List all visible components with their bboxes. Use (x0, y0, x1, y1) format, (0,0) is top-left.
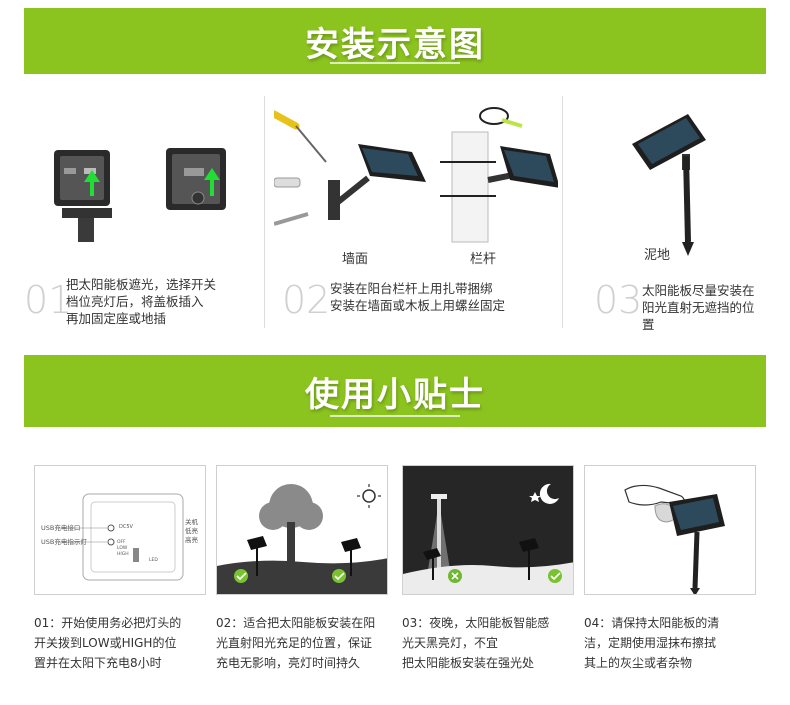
sunny-illustration (217, 466, 387, 594)
switch-low-label: LOW (117, 546, 128, 551)
light-head-illustration (54, 148, 226, 242)
tip-1-line-3: 置并在太阳下充电8小时 (34, 656, 162, 670)
step-3-line-1: 太阳能板尽量安装在 (642, 283, 755, 298)
tips-banner: 使用小贴士 (24, 355, 766, 427)
tips-banner-title: 使用小贴士 (305, 374, 485, 415)
tip-2-line-1: 02：适合把太阳能板安装在阳 (216, 616, 376, 630)
led-label: LED (149, 558, 158, 563)
tip-4-line-2: 洁，定期使用湿抹布擦拭 (584, 636, 717, 650)
tip-2-text: 02：适合把太阳能板安装在阳 光直射阳光充足的位置，保证 充电无影响，亮灯时间持… (216, 613, 394, 673)
switch-positions: OFF LOW HIGH (117, 540, 129, 558)
tip-4-text: 04：请保持太阳能板的清 洁，定期使用湿抹布擦拭 其上的灰尘或者杂物 (584, 613, 762, 673)
step-2-line-1: 安装在阳台栏杆上用扎带捆绑 (330, 281, 493, 296)
step-number-2: 02 (282, 278, 331, 322)
label-railing: 栏杆 (470, 252, 497, 267)
tip-3-line-2: 光天黑亮灯，不宜 (402, 636, 499, 650)
step-1-line-3: 再加固定座或地插 (66, 311, 167, 326)
tip-1-diagram: USB充电接口 USB充电指示灯 DC5V OFF LOW HIGH LED 关… (34, 465, 206, 595)
tip-3-text: 03：夜晚，太阳能板智能感 光天黑亮灯，不宜 把太阳能板安装在强光处 (402, 613, 580, 673)
label-ground: 泥地 (644, 248, 671, 263)
step-number-3: 03 (594, 278, 643, 322)
step-3-line-2: 阳光直射无遮挡的位置 (642, 300, 755, 332)
banner-underline (330, 415, 460, 417)
install-section: 01 把太阳能板遮光，选择开关 档位亮灯后，将盖板插入 再加固定座或地插 (24, 96, 766, 336)
install-step-2: 墙面 栏杆 02 安装在阳台栏杆上用扎带捆绑 安装在墙面或木板上用螺丝固定 (274, 96, 558, 336)
mode-low-label: 低亮 (185, 527, 198, 535)
step-number-1: 01 (24, 278, 73, 322)
step-2-line-2: 安装在墙面或木板上用螺丝固定 (330, 298, 506, 313)
install-step-1: 01 把太阳能板遮光，选择开关 档位亮灯后，将盖板插入 再加固定座或地插 (24, 96, 264, 336)
tip-2-line-2: 光直射阳光充足的位置，保证 (216, 636, 373, 650)
step-1-line-1: 把太阳能板遮光，选择开关 (66, 277, 217, 292)
tip-4-line-3: 其上的灰尘或者杂物 (584, 656, 693, 670)
ground-stake-illustration (632, 114, 706, 256)
mode-high-label: 高亮 (185, 536, 198, 544)
divider (562, 96, 563, 328)
tip-4-cleaning-scene (584, 465, 756, 595)
banner-underline (330, 62, 460, 64)
switch-off-label: OFF (117, 540, 126, 545)
step-1-line-2: 档位亮灯后，将盖板插入 (66, 294, 204, 309)
switch-diagram (55, 493, 184, 581)
tip-4-line-1: 04：请保持太阳能板的清 (584, 616, 720, 630)
night-illustration (403, 466, 573, 594)
tip-1-line-1: 01：开始使用务必把灯头的 (34, 616, 182, 630)
usb-port-label: USB充电接口 (41, 524, 81, 532)
tip-1-text: 01：开始使用务必把灯头的 开关拨到LOW或HIGH的位 置并在太阳下充电8小时 (34, 613, 212, 673)
install-step-3: 泥地 03 太阳能板尽量安装在 阳光直射无遮挡的位置 (572, 96, 766, 336)
tip-1-line-2: 开关拨到LOW或HIGH的位 (34, 636, 177, 650)
tips-section: USB充电接口 USB充电指示灯 DC5V OFF LOW HIGH LED 关… (34, 465, 756, 695)
install-banner: 安装示意图 (24, 8, 766, 74)
mounting-illustration (274, 107, 558, 243)
usb-indicator-label: USB充电指示灯 (41, 538, 87, 546)
mode-labels: 关机 低亮 高亮 (185, 518, 198, 545)
step-text-2: 安装在阳台栏杆上用扎带捆绑 安装在墙面或木板上用螺丝固定 (330, 280, 505, 314)
switch-high-label: HIGH (117, 552, 129, 557)
dc5v-label: DC5V (119, 524, 133, 530)
mode-off-label: 关机 (185, 518, 198, 526)
tip-2-sunny-scene (216, 465, 388, 595)
tip-3-line-1: 03：夜晚，太阳能板智能感 (402, 616, 550, 630)
divider (264, 96, 265, 328)
tip-3-night-scene (402, 465, 574, 595)
cleaning-illustration (585, 466, 755, 594)
tip-3-line-3: 把太阳能板安装在强光处 (402, 656, 535, 670)
label-wall: 墙面 (342, 252, 369, 267)
step-text-1: 把太阳能板遮光，选择开关 档位亮灯后，将盖板插入 再加固定座或地插 (66, 276, 216, 327)
install-banner-title: 安装示意图 (305, 24, 485, 65)
tip-2-line-3: 充电无影响，亮灯时间持久 (216, 656, 361, 670)
step-text-3: 太阳能板尽量安装在 阳光直射无遮挡的位置 (642, 282, 766, 333)
